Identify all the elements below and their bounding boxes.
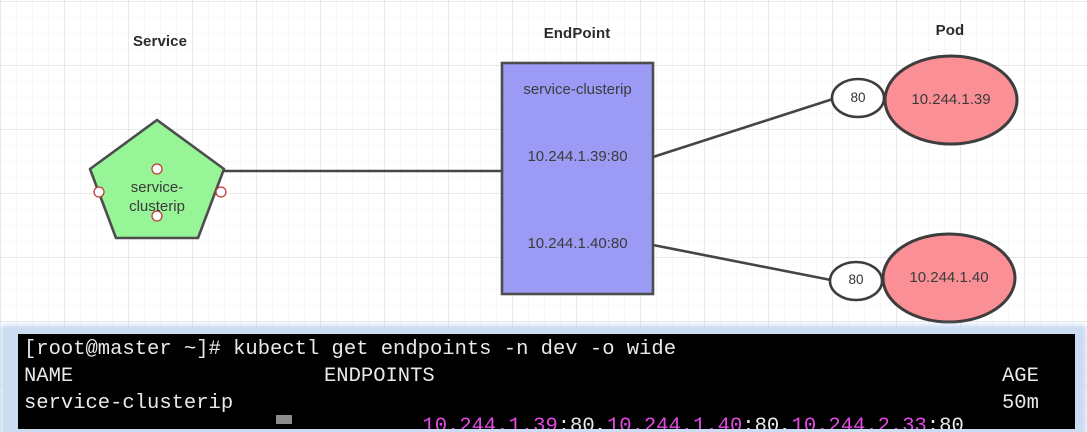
terminal-row-name: service-clusterip: [24, 392, 234, 415]
service-node-label-line2: clusterip: [129, 198, 185, 215]
terminal-screenshot: [root@master ~]# kubectl get endpoints -…: [4, 328, 1083, 432]
group-title-service: Service: [132, 33, 188, 50]
endpoint-ip-1: 10.244.1.39: [422, 415, 558, 429]
group-title-endpoint: EndPoint: [543, 25, 611, 42]
service-port-top[interactable]: [151, 163, 163, 175]
diagram-shapes: [88, 54, 1019, 324]
endpoint-entry-2[interactable]: 10.244.1.40:80: [527, 235, 628, 252]
pod-2-ip-label: 10.244.1.40: [909, 269, 989, 286]
service-node-label-line1: service-: [130, 179, 184, 196]
endpoint-port-3: :80: [926, 415, 964, 429]
endpoint-node-shape[interactable]: [500, 61, 655, 296]
endpoint-port-2: :80,: [742, 415, 792, 429]
group-title-pod: Pod: [935, 22, 965, 39]
pod-1-port-label: 80: [850, 90, 866, 105]
service-port-bottom[interactable]: [151, 210, 163, 222]
pod-1-ip-label: 10.244.1.39: [911, 91, 991, 108]
terminal-prompt-line: [root@master ~]# kubectl get endpoints -…: [24, 338, 677, 361]
terminal-header-name: NAME: [24, 365, 74, 388]
service-node-label: service- clusterip: [117, 178, 197, 216]
pod-2-shape[interactable]: [881, 232, 1017, 324]
endpoint-ip-2: 10.244.1.40: [606, 415, 743, 429]
service-port-right[interactable]: [215, 186, 227, 198]
connector-endpoint2-pod2: [652, 243, 837, 283]
connector-endpoint1-pod1: [652, 96, 837, 159]
terminal-row-endpoints: 10.244.1.39:80,10.244.1.40:80,10.244.2.3…: [324, 392, 964, 429]
endpoint-ip-3: 10.244.2.33: [791, 415, 927, 429]
endpoint-entry-1[interactable]: 10.244.1.39:80: [527, 148, 628, 165]
endpoint-node-title: service-clusterip: [523, 81, 632, 98]
service-port-left[interactable]: [93, 186, 105, 198]
endpoint-port-1: :80,: [557, 415, 607, 429]
terminal-row-age: 50m: [1002, 392, 1039, 415]
pod-1-shape[interactable]: [883, 54, 1019, 146]
terminal-cursor: [276, 415, 292, 424]
service-node-shape[interactable]: [88, 118, 226, 240]
terminal-window[interactable]: [root@master ~]# kubectl get endpoints -…: [18, 334, 1075, 429]
terminal-header-endpoints: ENDPOINTS: [324, 365, 435, 388]
terminal-header-age: AGE: [1002, 365, 1039, 388]
pod-2-port-label: 80: [848, 272, 864, 287]
